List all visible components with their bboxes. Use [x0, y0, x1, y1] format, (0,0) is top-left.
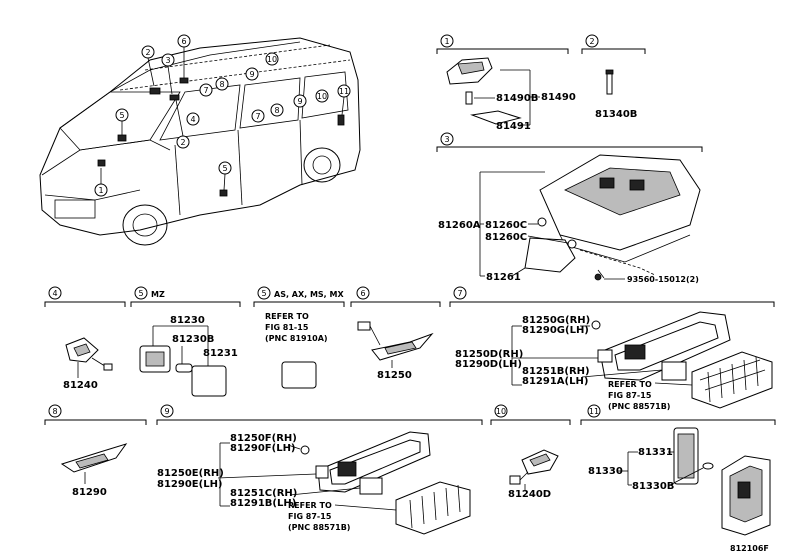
part-label: 81490	[541, 92, 576, 103]
section-10: 81240D	[508, 449, 559, 500]
part-label: 81250D(RH)	[455, 349, 523, 360]
section-number: 11	[589, 407, 599, 416]
reference-line: (PNC 88571B)	[608, 402, 670, 411]
section-8: 81290	[60, 443, 128, 498]
part-label: 81340B	[595, 109, 637, 120]
part-label: 81291A(LH)	[522, 376, 588, 387]
part-label: 93560-15012(2)	[627, 275, 699, 284]
part-label: 81260C	[485, 220, 527, 231]
section-number: 6	[360, 289, 365, 298]
van-callout: 2	[145, 48, 150, 57]
part-label: 81230B	[172, 334, 214, 345]
van-callout: 8	[274, 106, 279, 115]
part-label: 81250	[377, 370, 412, 381]
van-callout: 3	[165, 56, 170, 65]
part-label: 81260C	[485, 232, 527, 243]
variant-note-mz: MZ	[151, 290, 165, 299]
van-callout: 7	[255, 112, 260, 121]
van-callout: 5	[119, 111, 124, 120]
part-label: 81491	[496, 121, 531, 132]
van-callout: 7	[203, 86, 208, 95]
variant-note-as: AS, AX, MS, MX	[274, 290, 344, 299]
section-number: 4	[52, 289, 57, 298]
van-callouts: 1 2 2 3 4 5 5 6 7 7 8 8 9 9 10 10 11	[94, 34, 351, 197]
section-9: 81250F(RH) 81290F(LH) 81250E(RH) 81290E(…	[157, 431, 471, 535]
part-label: 81250E(RH)	[157, 468, 224, 479]
part-label: 81290D(LH)	[455, 359, 522, 370]
section-number: 2	[589, 37, 594, 46]
part-label: 81230	[170, 315, 205, 326]
van-callout: 10	[267, 55, 277, 64]
section-number: 1	[444, 37, 449, 46]
part-label: 81240D	[508, 489, 551, 500]
van-illustration	[39, 37, 361, 246]
part-label: 81231	[203, 348, 238, 359]
section-1: 81490B 81490 81491	[446, 57, 576, 132]
part-label: 81290G(LH)	[522, 325, 589, 336]
section-number: 9	[164, 407, 169, 416]
reference-line: FIG 87-15	[608, 391, 652, 400]
section-5-as: REFER TO FIG 81-15 (PNC 81910A)	[265, 312, 328, 389]
part-label: 81250G(RH)	[522, 315, 590, 326]
section-4: 81240	[63, 337, 113, 391]
reference-line: (PNC 81910A)	[265, 334, 328, 343]
van-callout: 6	[181, 37, 186, 46]
part-label: 81290	[72, 487, 107, 498]
van-callout: 11	[339, 87, 349, 96]
part-label: 81240	[63, 380, 98, 391]
section-3: 81260A 81260C 81260C 81261 93560-15012(2…	[438, 154, 701, 284]
part-label: 81490B	[496, 93, 538, 104]
reference-line: REFER TO	[265, 312, 309, 321]
van-callout: 2	[180, 138, 185, 147]
van-callout: 9	[297, 97, 302, 106]
part-label: 81331	[638, 447, 673, 458]
part-label: 81250F(RH)	[230, 433, 297, 444]
part-label: 81290E(LH)	[157, 479, 223, 490]
van-callout: 4	[190, 115, 195, 124]
part-label: 81260A	[438, 220, 481, 231]
reference-line: (PNC 88571B)	[288, 523, 350, 532]
section-number: 8	[52, 407, 57, 416]
van-callout: 10	[317, 92, 327, 101]
part-label: 81261	[486, 272, 521, 283]
section-6: 81250	[357, 321, 434, 381]
section-11: 81331 81330 81330B	[588, 427, 771, 536]
section-number: 3	[444, 135, 449, 144]
reference-line: REFER TO	[288, 501, 332, 510]
van-callout: 9	[249, 70, 254, 79]
section-5-mz: 81230 81230B 81231	[139, 315, 238, 397]
figure-id: 812106F	[730, 544, 769, 553]
section-number: 5	[261, 289, 266, 298]
part-label: 81330	[588, 466, 623, 477]
van-callout: 1	[98, 186, 103, 195]
van-callout: 5	[222, 164, 227, 173]
part-label: 81330B	[632, 481, 674, 492]
van-callout: 8	[219, 80, 224, 89]
reference-line: FIG 81-15	[265, 323, 309, 332]
part-label: 81291B(LH)	[230, 498, 296, 509]
section-2: 81340B	[595, 69, 637, 120]
part-label: 81251B(RH)	[522, 366, 590, 377]
section-number: 7	[457, 289, 462, 298]
section-headers: 1 2 3 4 5 MZ 5 AS, AX, MS, MX 6 7 8 9 10	[44, 34, 776, 425]
reference-line: FIG 87-15	[288, 512, 332, 521]
reference-line: REFER TO	[608, 380, 652, 389]
part-label: 81290F(LH)	[230, 443, 296, 454]
part-label: 81251C(RH)	[230, 488, 297, 499]
section-number: 5	[138, 289, 143, 298]
section-7: 81250G(RH) 81290G(LH) 81250D(RH) 81290D(…	[455, 311, 773, 411]
section-number: 10	[496, 407, 506, 416]
